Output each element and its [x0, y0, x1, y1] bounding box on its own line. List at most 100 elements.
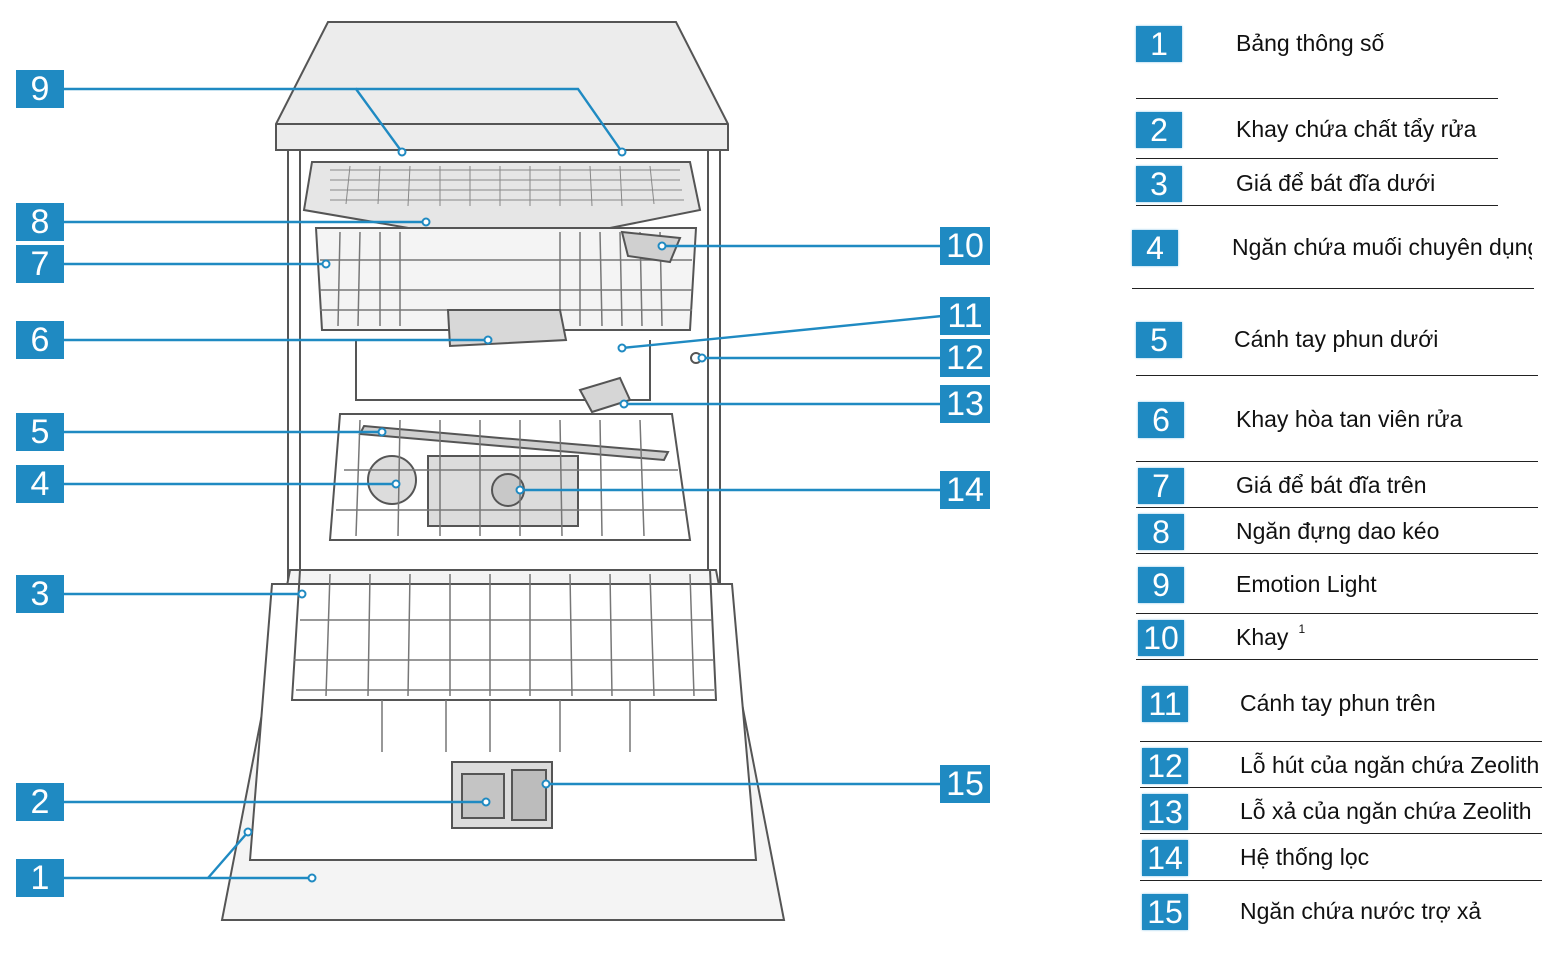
callout-7: 7 — [16, 245, 64, 283]
callout-13: 13 — [940, 385, 990, 423]
legend-item-3: 3 Giá để bát đĩa dưới — [1130, 162, 1550, 206]
legend-label: Bảng thông số — [1236, 30, 1385, 56]
legend-item-5: 5 Cánh tay phun dưới — [1130, 318, 1550, 362]
callout-10: 10 — [940, 227, 990, 265]
svg-text:7: 7 — [31, 245, 50, 283]
salt-container — [367, 455, 417, 505]
worktop — [275, 21, 729, 151]
callout-9: 9 — [16, 70, 64, 108]
divider — [1136, 98, 1498, 99]
svg-text:9: 9 — [31, 70, 50, 108]
legend-number: 14 — [1142, 840, 1188, 876]
legend-label: Khay hòa tan viên rửa — [1236, 406, 1463, 432]
svg-text:2: 2 — [31, 783, 50, 821]
legend-label: Cánh tay phun dưới — [1234, 326, 1439, 352]
legend-item-1: 1 Bảng thông số — [1130, 22, 1550, 66]
dishwasher-illustration — [220, 21, 786, 921]
legend-item-12: 12 Lỗ hút của ngăn chứa Zeolith — [1130, 744, 1550, 788]
callout-11: 11 — [940, 297, 990, 335]
divider — [1136, 507, 1538, 508]
legend-label: Cánh tay phun trên — [1240, 690, 1436, 716]
callout-14: 14 — [940, 471, 990, 509]
callout-5: 5 — [16, 413, 64, 451]
legend-label: Emotion Light — [1236, 571, 1377, 597]
legend-number: 15 — [1142, 894, 1188, 930]
zeolith-outlet — [578, 376, 632, 414]
callout-4: 4 — [16, 465, 64, 503]
legend-item-13: 13 Lỗ xả của ngăn chứa Zeolith — [1130, 790, 1550, 834]
divider — [1136, 158, 1498, 159]
divider — [1136, 659, 1538, 660]
divider — [1140, 833, 1542, 834]
divider — [1132, 288, 1534, 289]
legend-number: 6 — [1138, 402, 1184, 438]
svg-text:4: 4 — [31, 465, 50, 503]
legend-item-6: 6 Khay hòa tan viên rửa — [1130, 398, 1550, 442]
divider — [1136, 553, 1538, 554]
callout-3: 3 — [16, 575, 64, 613]
third-tray — [620, 230, 682, 264]
legend-number: 10 — [1138, 620, 1184, 656]
legend-number: 4 — [1132, 230, 1178, 266]
leader-1b — [207, 831, 249, 879]
legend-label-text: Khay — [1236, 624, 1289, 650]
legend-label: Giá để bát đĩa dưới — [1236, 170, 1436, 196]
svg-text:12: 12 — [946, 339, 984, 377]
callout-8: 8 — [16, 203, 64, 241]
legend-label: Ngăn đựng dao kéo — [1236, 518, 1440, 544]
legend-number: 13 — [1142, 794, 1188, 830]
divider — [1140, 880, 1542, 881]
svg-text:5: 5 — [31, 413, 50, 451]
legend: 1 Bảng thông số 2 Khay chứa chất tẩy rửa… — [1130, 0, 1566, 956]
legend-number: 3 — [1136, 166, 1182, 202]
legend-item-4: 4 Ngăn chứa muối chuyên dụng — [1130, 226, 1550, 270]
leader-11 — [621, 314, 943, 350]
divider — [1140, 741, 1542, 742]
legend-item-14: 14 Hệ thống lọc — [1130, 836, 1550, 880]
lower-rack — [328, 413, 692, 541]
legend-label: Ngăn chứa nước trợ xả — [1240, 898, 1482, 924]
legend-label: Lỗ xả của ngăn chứa Zeolith — [1240, 798, 1532, 824]
leader-lines — [62, 87, 943, 880]
cutlery-tray — [302, 161, 702, 231]
callout-2: 2 — [16, 783, 64, 821]
legend-item-2: 2 Khay chứa chất tẩy rửa — [1130, 108, 1550, 152]
svg-text:11: 11 — [947, 297, 982, 335]
legend-item-7: 7 Giá để bát đĩa trên — [1130, 464, 1550, 508]
tablet-tray — [446, 309, 568, 348]
legend-item-15: 15 Ngăn chứa nước trợ xả — [1130, 890, 1550, 934]
legend-number: 11 — [1142, 686, 1188, 722]
legend-item-8: 8 Ngăn đựng dao kéo — [1130, 510, 1550, 554]
legend-number: 5 — [1136, 322, 1182, 358]
legend-label: Khay 1 — [1236, 622, 1306, 651]
callout-badges: 9 8 7 6 5 4 3 2 1 10 11 12 13 14 15 — [16, 70, 990, 897]
legend-label: Hệ thống lọc — [1240, 844, 1370, 870]
svg-text:14: 14 — [946, 471, 984, 509]
divider — [1136, 461, 1538, 462]
svg-text:13: 13 — [946, 385, 984, 423]
legend-number: 8 — [1138, 514, 1184, 550]
svg-text:6: 6 — [31, 321, 50, 359]
callout-12: 12 — [940, 339, 990, 377]
legend-item-11: 11 Cánh tay phun trên — [1130, 682, 1550, 726]
legend-item-9: 9 Emotion Light — [1130, 563, 1550, 607]
svg-text:15: 15 — [946, 765, 984, 803]
divider — [1136, 205, 1498, 206]
divider — [1140, 787, 1542, 788]
divider — [1136, 613, 1538, 614]
callout-1: 1 — [16, 859, 64, 897]
divider — [1136, 375, 1538, 376]
legend-item-10: 10 Khay 1 — [1130, 616, 1550, 660]
legend-label: Giá để bát đĩa trên — [1236, 472, 1427, 498]
legend-label: Khay chứa chất tẩy rửa — [1236, 116, 1477, 142]
legend-label: Ngăn chứa muối chuyên dụng — [1232, 234, 1532, 260]
legend-number: 12 — [1142, 748, 1188, 784]
legend-number: 7 — [1138, 468, 1184, 504]
svg-text:10: 10 — [946, 227, 984, 265]
footnote-marker: 1 — [1298, 622, 1306, 636]
svg-text:8: 8 — [31, 203, 50, 241]
callout-15: 15 — [940, 765, 990, 803]
svg-text:1: 1 — [31, 859, 50, 897]
leader-dots — [243, 147, 707, 883]
